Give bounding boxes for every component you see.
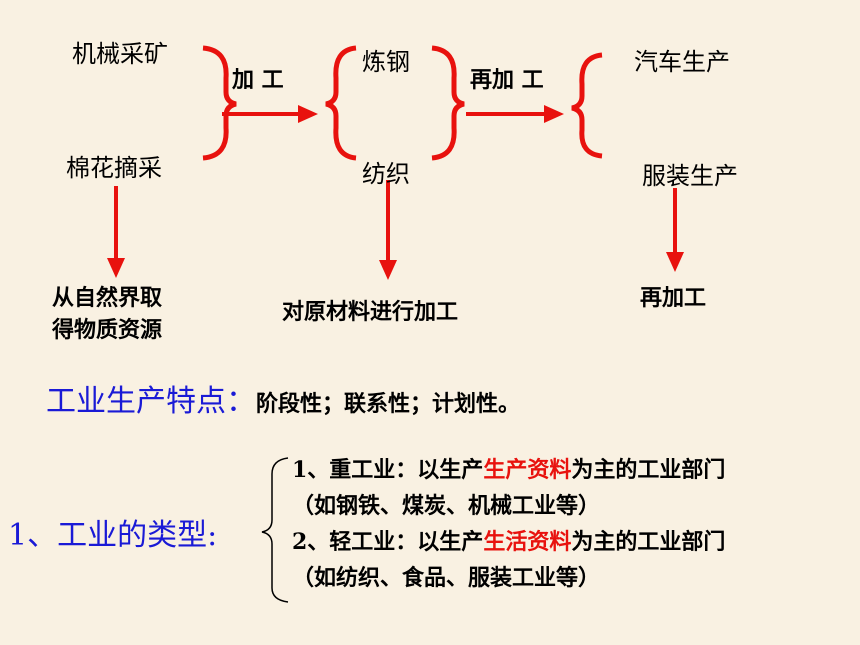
node-steelmaking: 炼钢 <box>362 48 410 76</box>
arrow-down-1-head <box>107 258 125 278</box>
brace-intermediate-close <box>431 45 465 161</box>
annotation-stage-1-line-1: 从自然界取 <box>52 285 163 311</box>
annotation-stage-3: 再加工 <box>640 285 707 311</box>
heavy-industry-prefix: 1、重工业：以生产 <box>292 457 484 483</box>
heavy-industry-suffix: 为主的工业部门 <box>571 457 726 483</box>
features-label: 工业生产特点： <box>46 384 256 419</box>
brace-types <box>261 457 289 603</box>
features-row: 工业生产特点：阶段性；联系性；计划性。 <box>46 376 520 420</box>
brace-sources <box>202 45 237 161</box>
brace-intermediate-open <box>325 45 357 161</box>
annotation-stage-2: 对原材料进行加工 <box>282 299 459 325</box>
arrow-down-2-head <box>379 260 397 280</box>
features-text: 阶段性；联系性；计划性。 <box>256 391 521 417</box>
light-industry-suffix: 为主的工业部门 <box>571 529 726 555</box>
light-industry-highlight: 生活资料 <box>483 529 572 555</box>
annotation-stage-1-line-2: 得物质资源 <box>52 317 163 343</box>
light-industry-definition: 2、轻工业：以生产生活资料为主的工业部门 <box>292 524 725 560</box>
label-process-1: 加 工 <box>232 67 284 93</box>
heavy-industry-definition: 1、重工业：以生产生产资料为主的工业部门 <box>292 452 725 488</box>
arrow-down-3-head <box>666 252 684 272</box>
annotation-stage-1: 从自然界取 得物质资源 <box>52 282 162 346</box>
node-cotton-picking: 棉花摘采 <box>66 154 162 182</box>
types-list: 1、重工业：以生产生产资料为主的工业部门 （如钢铁、煤炭、机械工业等） 2、轻工… <box>292 452 725 596</box>
heavy-industry-examples: （如钢铁、煤炭、机械工业等） <box>292 493 601 519</box>
light-industry-examples: （如纺织、食品、服装工业等） <box>292 565 601 591</box>
node-textile: 纺织 <box>362 160 410 188</box>
types-label: 1、工业的类型: <box>8 518 218 553</box>
light-industry-prefix: 2、轻工业：以生产 <box>292 529 484 555</box>
label-process-2: 再加 工 <box>470 67 544 93</box>
node-car-production: 汽车生产 <box>634 48 730 76</box>
node-clothing-production: 服装生产 <box>642 162 738 190</box>
brace-products <box>571 52 603 159</box>
node-mining: 机械采矿 <box>72 40 168 68</box>
arrow-process-1-head <box>298 105 318 123</box>
arrow-process-2-head <box>544 105 564 123</box>
heavy-industry-highlight: 生产资料 <box>483 457 572 483</box>
